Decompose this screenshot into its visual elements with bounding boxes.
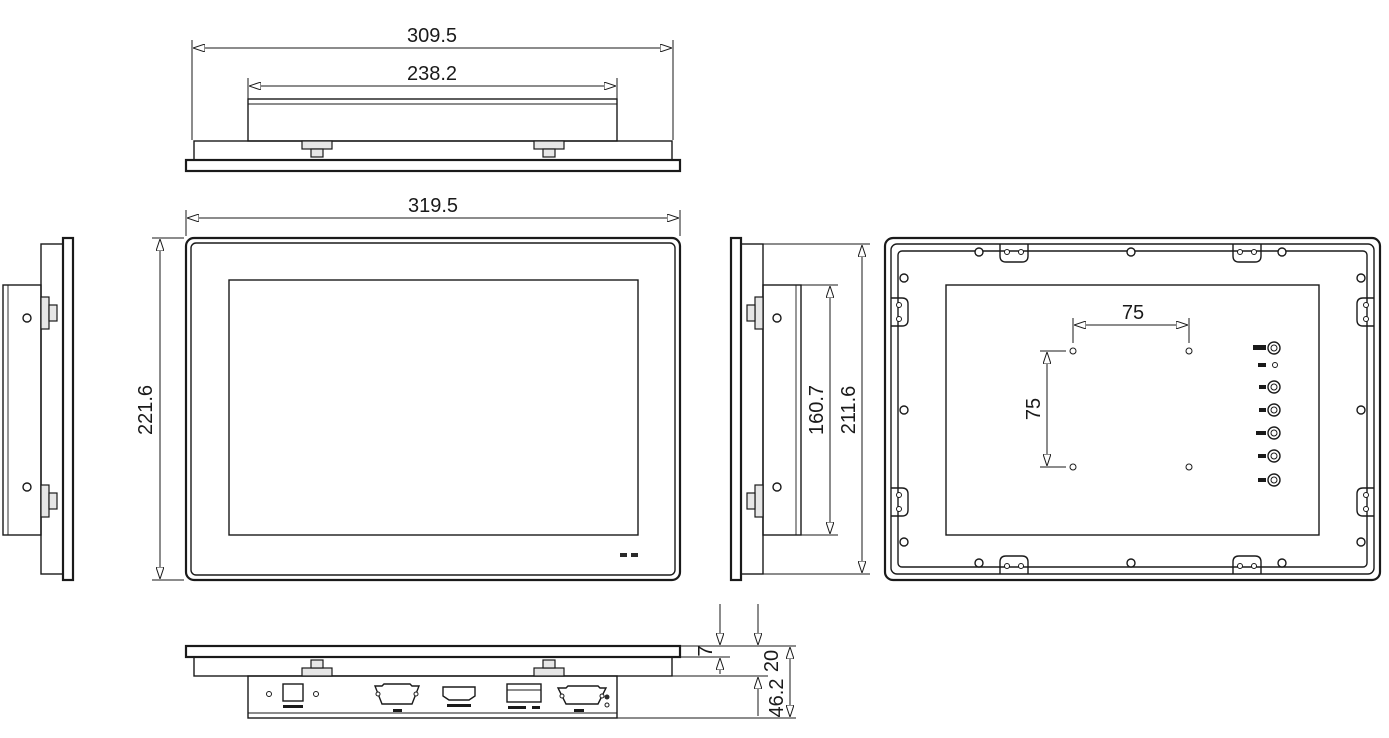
bottom-bracket-right xyxy=(533,659,565,677)
front-view: 319.5 221.6 xyxy=(135,195,682,582)
bottom-bracket-left xyxy=(301,659,333,677)
dim-front-width: 319.5 xyxy=(408,195,458,217)
dim-side-inner: 160.7 xyxy=(806,385,828,435)
clamp-top-right xyxy=(1232,244,1262,263)
left-bracket-top xyxy=(40,296,58,330)
dim-bottom-bezel: 7 xyxy=(695,645,717,656)
clamp-top-left xyxy=(999,244,1029,263)
dim-vesa-v: 75 xyxy=(1023,398,1045,420)
vesa-holes xyxy=(1069,347,1193,471)
perimeter-holes xyxy=(899,247,1366,568)
dim-side-outer: 211.6 xyxy=(838,386,860,435)
dim-bottom-mid: 20 xyxy=(761,650,783,672)
clamp-right-top xyxy=(1356,297,1374,327)
clamp-bottom-left xyxy=(999,555,1029,574)
led-right xyxy=(631,553,638,557)
top-view: 309.5 238.2 xyxy=(184,25,682,173)
bottom-view: 7 20 46.2 xyxy=(184,604,796,719)
right-bracket-top xyxy=(746,296,764,330)
osd-buttons xyxy=(1253,341,1281,487)
clamp-right-bottom xyxy=(1356,487,1374,517)
dim-top-inner: 238.2 xyxy=(407,63,457,85)
clamp-left-top xyxy=(891,297,909,327)
bracket-right xyxy=(533,140,565,158)
dim-front-height: 221.6 xyxy=(135,385,157,435)
clamp-left-bottom xyxy=(891,487,909,517)
dim-top-outer: 309.5 xyxy=(407,25,457,47)
dim-vesa-h: 75 xyxy=(1122,302,1144,324)
right-side-view: 160.7 211.6 xyxy=(729,236,870,582)
io-ports xyxy=(266,683,610,712)
left-bracket-bottom xyxy=(40,484,58,518)
clamp-bottom-right xyxy=(1232,555,1262,574)
rear-view: 75 75 xyxy=(883,236,1382,582)
left-side-view xyxy=(2,236,75,582)
bracket-left xyxy=(301,140,333,158)
right-bracket-bottom xyxy=(746,484,764,518)
dim-bottom-total: 46.2 xyxy=(766,679,788,718)
led-left xyxy=(620,553,627,557)
